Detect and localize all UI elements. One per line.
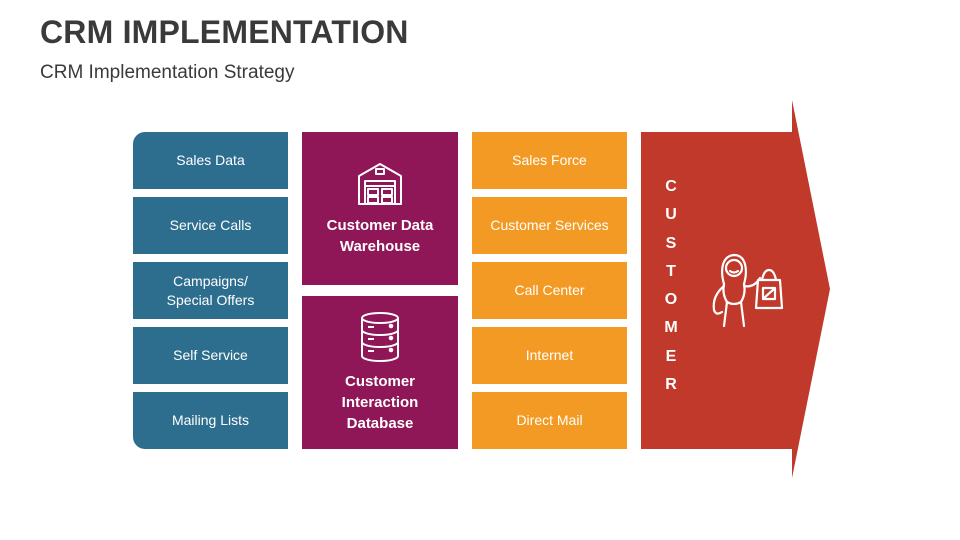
channel-label: Customer Services: [490, 217, 609, 233]
warehouse-icon: [358, 162, 402, 205]
customer-letter: E: [665, 347, 677, 365]
customer-vertical-label: C U S T O M E R: [660, 176, 682, 402]
source-sales-data: Sales Data: [133, 132, 288, 189]
channel-internet: Internet: [472, 327, 627, 384]
channel-sales-force: Sales Force: [472, 132, 627, 189]
customer-letter: S: [665, 234, 677, 252]
source-label: Campaigns/ Special Offers: [166, 272, 255, 308]
customer-letter: C: [665, 178, 677, 195]
source-mailing-lists: Mailing Lists: [133, 392, 288, 449]
source-label: Mailing Lists: [171, 412, 250, 428]
page-subtitle: CRM Implementation Strategy: [40, 62, 295, 83]
channel-label: Call Center: [514, 282, 585, 298]
source-self-service: Self Service: [133, 327, 288, 384]
source-label: Self Service: [173, 347, 248, 363]
channel-label: Sales Force: [512, 152, 587, 168]
channel-label: Internet: [525, 347, 574, 363]
shopper-icon: [712, 253, 784, 328]
channel-call-center: Call Center: [472, 262, 627, 319]
customer-letter: R: [665, 376, 677, 394]
source-service-calls: Service Calls: [133, 197, 288, 254]
data-store-label: Customer Interaction Database: [341, 373, 419, 432]
source-campaigns: Campaigns/ Special Offers: [133, 262, 288, 319]
customer-letter: T: [666, 262, 676, 280]
customer-data-warehouse: Customer Data Warehouse: [302, 132, 458, 285]
channel-label: Direct Mail: [516, 412, 583, 428]
channel-customer-services: Customer Services: [472, 197, 627, 254]
customer-arrow: [641, 100, 830, 478]
customer-letter: O: [664, 291, 678, 309]
channel-direct-mail: Direct Mail: [472, 392, 627, 449]
customer-letter: M: [664, 319, 678, 337]
source-label: Service Calls: [169, 217, 252, 233]
source-label: Sales Data: [176, 152, 245, 168]
data-store-label: Customer Data Warehouse: [326, 216, 434, 255]
database-icon: [361, 312, 399, 362]
page-title: CRM IMPLEMENTATION: [40, 14, 409, 50]
customer-interaction-database: Customer Interaction Database: [302, 296, 458, 449]
customer-letter: U: [665, 206, 677, 224]
